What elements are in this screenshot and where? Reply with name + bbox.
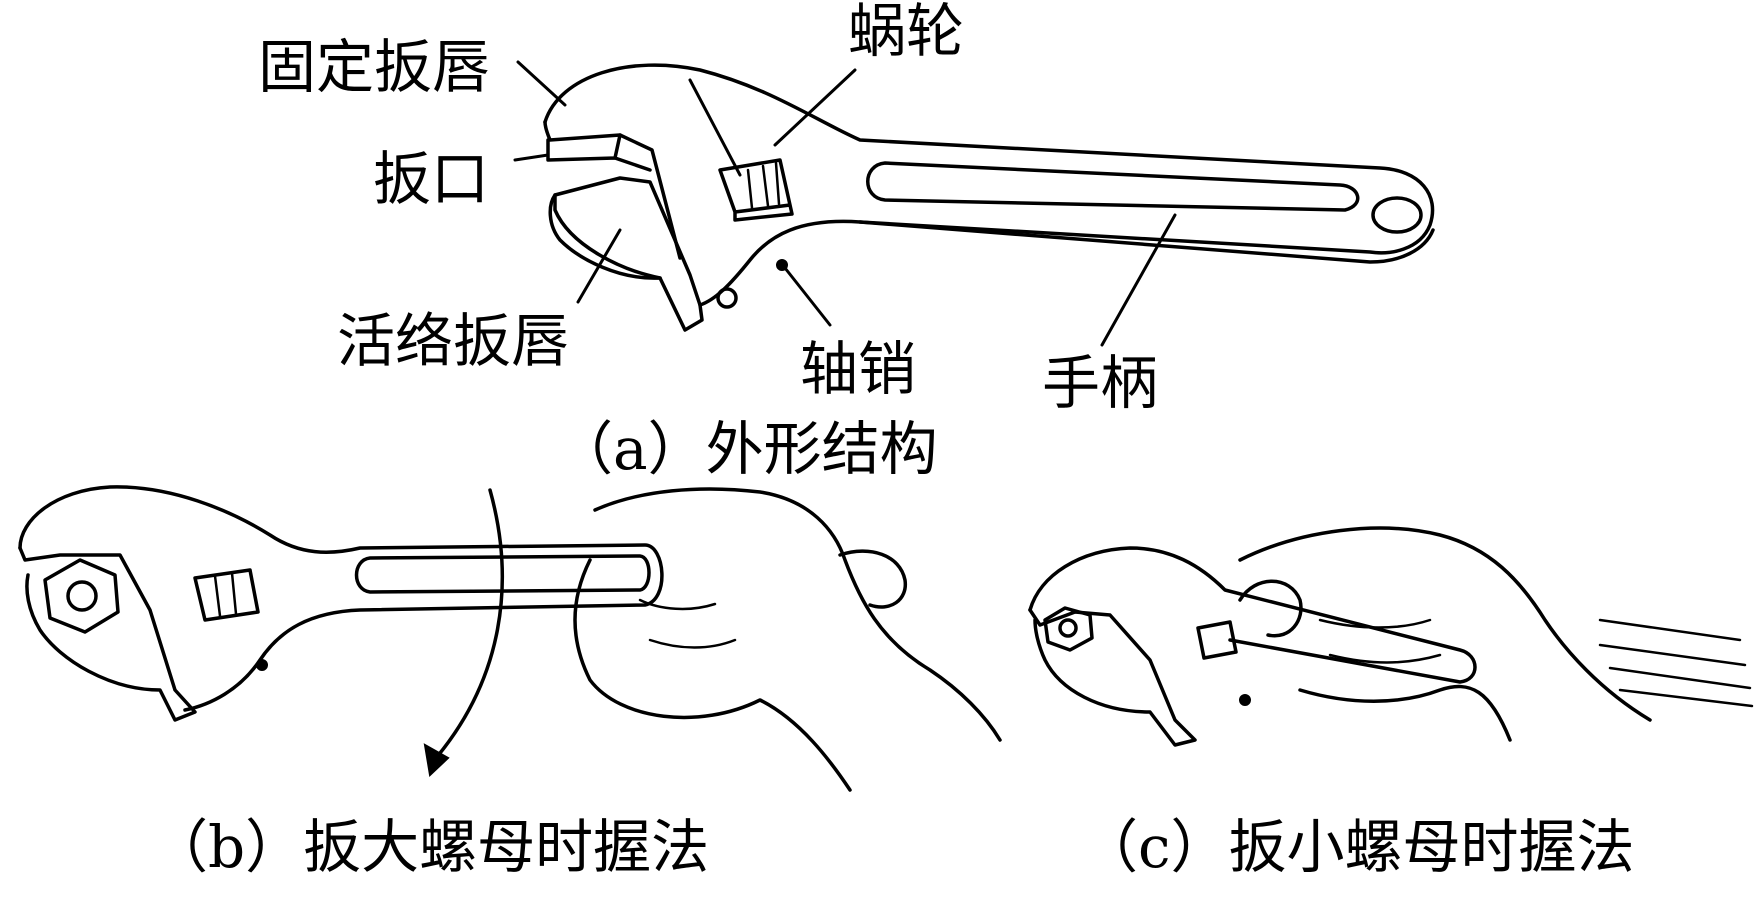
wrench-a-jaw-pin [716,287,738,309]
wrench-c-handle-lines [1598,618,1754,708]
label-handle: 手柄 [1042,349,1159,417]
wrench-a-handle-slot [866,161,1360,212]
caption-b: （b）扳大螺母时握法 [150,813,710,881]
wrench-c-illustration [1028,526,1754,747]
wrench-a-body [543,63,1435,307]
leader-jaw-opening [513,153,550,162]
wrench-a-movable-jaw-underside [553,193,662,280]
wrench-a-worm-wheel [718,158,794,222]
wrench-c-worm-wheel [1196,620,1238,660]
leader-movable-jaw [576,228,622,304]
leader-worm-wheel-axis [688,78,742,177]
leader-lines-a [513,60,1177,347]
wrench-b-hex-nut [43,558,120,634]
label-fixed-jaw: 固定扳唇 [258,33,491,101]
leader-handle [1100,213,1177,347]
wrench-c-hand [1238,526,1652,742]
caption-a: （a）外形结构 [555,415,938,483]
wrench-b-finger-lines [638,598,737,649]
wrench-b-slot [354,554,651,594]
wrench-c-nut [1043,606,1094,652]
wrench-a-fixed-jaw-face [546,133,652,172]
leader-pivot-pin [783,266,832,327]
leader-worm-wheel [773,68,857,147]
wrench-a-hang-hole [1371,196,1423,234]
wrench-a-fixed-jaw [543,120,682,260]
wrench-b-rotation-arrow [428,488,504,767]
wrench-b-jaws [18,546,197,722]
wrench-c-nut-bore [1058,618,1078,638]
leader-fixed-jaw [516,60,567,107]
wrench-b-worm-wheel [193,568,260,622]
label-worm-wheel: 蜗轮 [848,0,965,65]
label-jaw-opening: 扳口 [373,145,490,213]
wrench-c-jaws [1028,608,1197,747]
wrench-a-illustration [543,63,1435,332]
wrench-b-nut-bore [66,580,98,612]
wrench-b-pivot-pin [256,659,268,671]
label-movable-jaw: 活络扳唇 [337,307,570,375]
wrench-a-body-edge [858,220,1435,264]
wrench-a-worm-wheel-teeth [746,161,781,210]
wrench-c-body [1028,546,1477,684]
label-pivot-pin: 轴销 [800,335,917,403]
wrench-b-hand [573,487,1002,792]
wrench-b-handle-end [838,549,907,609]
wrench-a-movable-jaw [548,176,704,332]
wrench-b-arrowhead [423,743,450,778]
wrench-c-finger-lines [1318,618,1442,664]
wrench-b-worm-teeth [213,571,238,618]
caption-c: （c）扳小螺母时握法 [1080,813,1635,881]
wrench-b-body [18,485,664,712]
wrench-b-illustration [18,485,1002,792]
wrench-c-pivot-pin [1239,694,1251,706]
